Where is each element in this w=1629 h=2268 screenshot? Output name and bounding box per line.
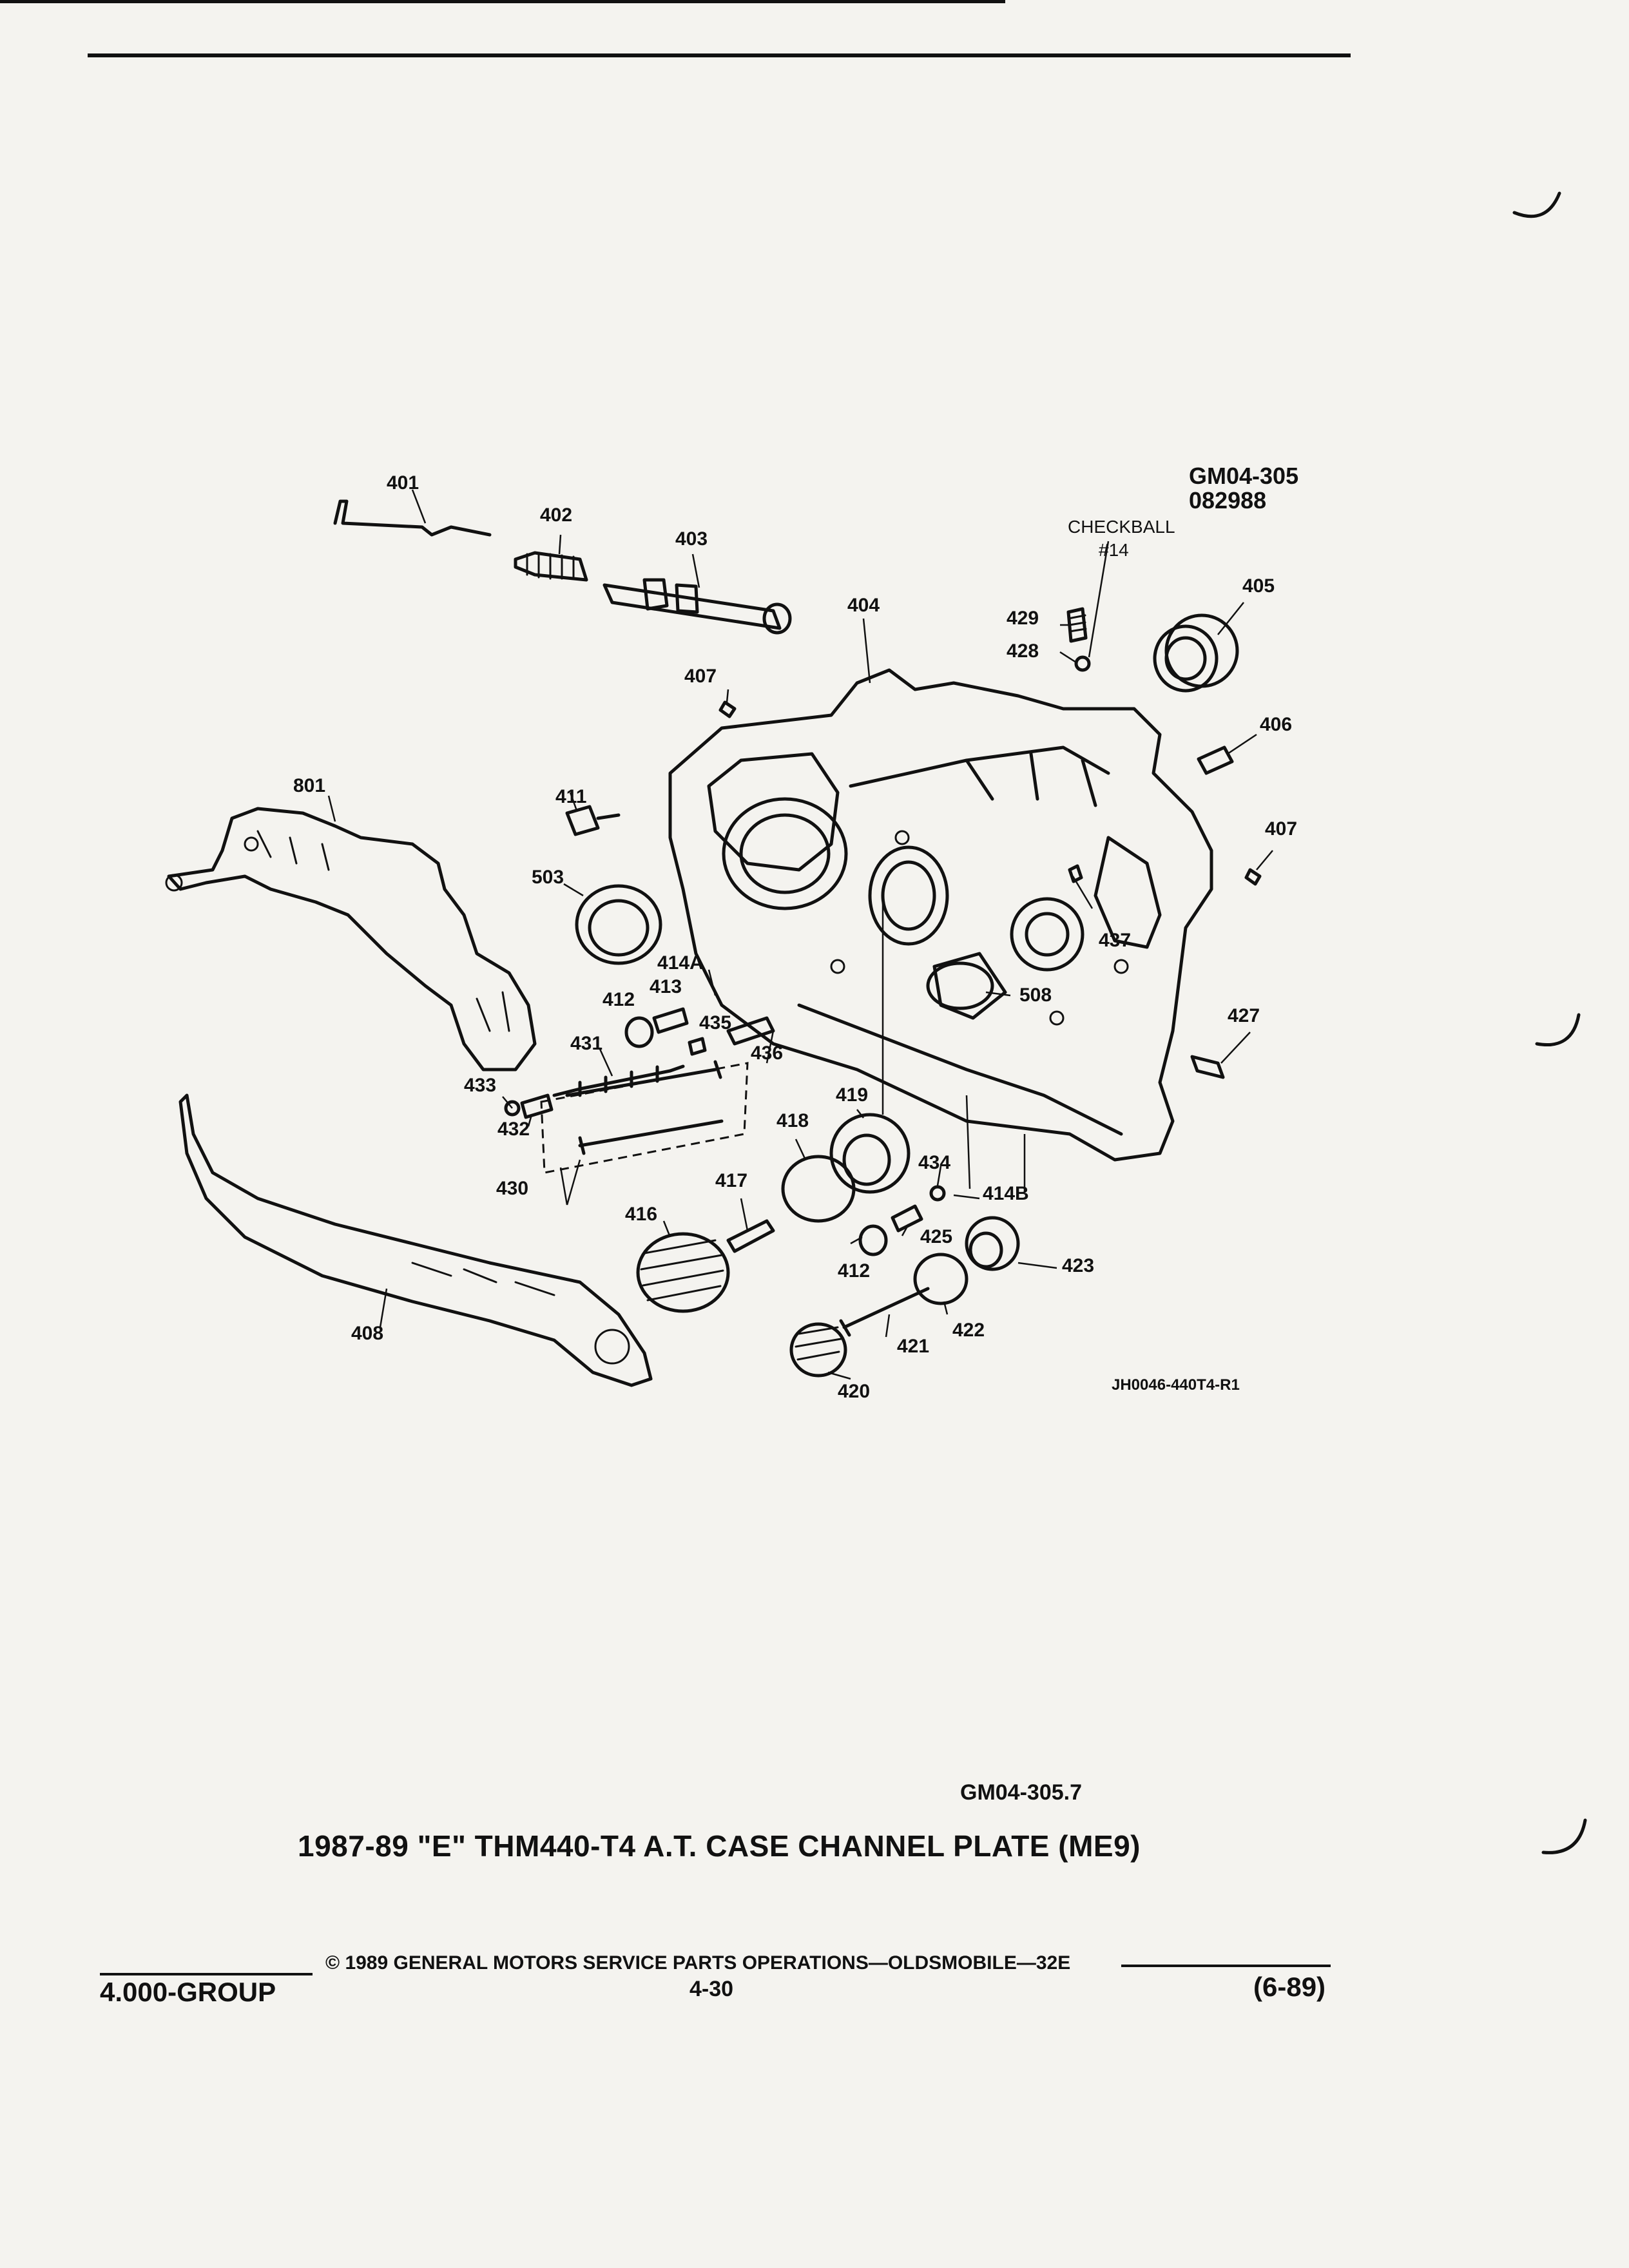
checkball-number: #14 [1099, 540, 1129, 560]
part-428-checkball [1074, 655, 1091, 672]
part-406-plug [1197, 745, 1234, 775]
part-412-b [858, 1224, 888, 1256]
callout-412-b: 412 [838, 1260, 871, 1282]
callout-407-a: 407 [684, 666, 717, 687]
callout-431: 431 [570, 1033, 603, 1054]
part-437 [1068, 864, 1083, 883]
part-801-gasket [167, 807, 537, 1072]
part-430-pin-a [565, 1060, 722, 1097]
callout-428: 428 [1007, 640, 1039, 662]
callout-413: 413 [650, 976, 682, 997]
footer-rule-right [1121, 1965, 1331, 1967]
callout-408: 408 [351, 1323, 384, 1344]
footer-page-number: 4-30 [689, 1977, 734, 2001]
callout-418: 418 [776, 1110, 809, 1131]
callout-422: 422 [952, 1320, 985, 1341]
footer-group: 4.000-GROUP [100, 1977, 276, 2007]
callout-435: 435 [699, 1012, 732, 1033]
part-407-bolt-b [1244, 868, 1262, 886]
part-423-piston [965, 1216, 1020, 1271]
callout-434: 434 [918, 1152, 951, 1173]
callout-407-b: 407 [1265, 818, 1298, 840]
callout-436: 436 [751, 1043, 784, 1064]
document-code: GM04-305 [1189, 463, 1299, 489]
footer-revision: (6-89) [1253, 1972, 1326, 2002]
part-411 [565, 805, 621, 836]
part-403-valve [602, 578, 792, 635]
callout-425: 425 [920, 1226, 953, 1247]
callout-417: 417 [715, 1170, 748, 1191]
part-435 [688, 1037, 707, 1056]
header-rule [88, 53, 1351, 57]
checkball-label: CHECKBALL [1068, 517, 1175, 537]
callout-420: 420 [838, 1381, 871, 1402]
callout-508: 508 [1019, 985, 1052, 1006]
callout-421: 421 [897, 1336, 930, 1357]
part-417-pin [726, 1219, 775, 1253]
part-433 [504, 1100, 521, 1117]
part-431-valve [552, 1064, 685, 1097]
figure-id: GM04-305.7 [960, 1780, 1082, 1805]
callout-414a: 414A [657, 952, 704, 974]
part-404-case [668, 668, 1213, 1162]
callout-411: 411 [555, 786, 587, 807]
callout-402: 402 [540, 505, 573, 526]
figure-reference: JH0046-440T4-R1 [1112, 1376, 1240, 1394]
callout-419: 419 [836, 1084, 869, 1106]
footer-rule-left [100, 1973, 313, 1975]
part-413-spring [652, 1007, 689, 1034]
callout-430: 430 [496, 1178, 529, 1199]
callout-433: 433 [464, 1075, 497, 1096]
top-edge-rule [0, 0, 1005, 3]
callout-427: 427 [1228, 1005, 1260, 1026]
callout-401: 401 [387, 472, 419, 494]
part-422-ring [913, 1253, 969, 1305]
callout-404: 404 [847, 595, 880, 616]
part-434 [929, 1185, 946, 1202]
leader-lines [327, 489, 1273, 1380]
callout-432: 432 [497, 1119, 530, 1140]
callout-801: 801 [293, 775, 326, 796]
callout-403: 403 [675, 528, 708, 550]
part-407-bolt-a [718, 700, 737, 718]
callout-429: 429 [1007, 608, 1039, 629]
callout-406: 406 [1260, 714, 1293, 735]
callout-414b: 414B [983, 1183, 1029, 1204]
part-427-bolt [1190, 1055, 1225, 1079]
part-419-piston [829, 1113, 911, 1194]
callout-412-a: 412 [602, 989, 635, 1010]
part-408-gasket [178, 1093, 653, 1387]
part-430-pin-b [578, 1119, 724, 1155]
figure-caption: 1987-89 "E" THM440-T4 A.T. CASE CHANNEL … [298, 1829, 1141, 1863]
part-503-seal [575, 884, 662, 965]
part-420-spring [789, 1322, 847, 1378]
part-412-a [624, 1016, 654, 1048]
part-508-bearing [926, 961, 994, 1010]
callout-423: 423 [1062, 1255, 1095, 1276]
part-401-rod [333, 499, 492, 537]
callout-437: 437 [1099, 930, 1132, 951]
part-405-seal [1153, 613, 1239, 693]
part-425-spring [891, 1204, 923, 1233]
callout-416: 416 [625, 1204, 658, 1225]
document-date: 082988 [1189, 487, 1267, 514]
part-421-rod [839, 1287, 930, 1337]
footer-copyright: © 1989 GENERAL MOTORS SERVICE PARTS OPER… [325, 1952, 1071, 1974]
part-402-spring [514, 551, 588, 582]
part-429-plug [1066, 607, 1088, 643]
callout-503: 503 [532, 867, 564, 888]
part-432-spring [520, 1093, 554, 1119]
callout-405: 405 [1242, 575, 1275, 597]
part-416-spring [636, 1232, 730, 1313]
